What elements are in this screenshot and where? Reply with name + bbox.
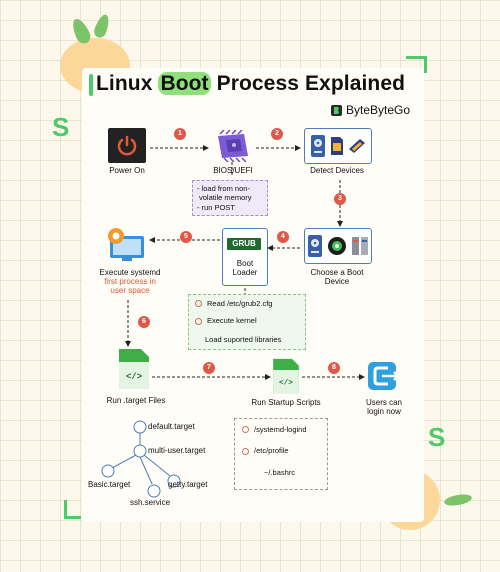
deco-squiggle-right: S: [428, 422, 446, 452]
step-badge-6: 6: [138, 316, 150, 328]
startup-scripts-node: </>: [272, 358, 300, 394]
scripts-note-item: /systemd-logind: [242, 425, 320, 434]
target-getty: getty.target: [168, 480, 208, 489]
grub-note-item: Read /etc/grub2.cfg: [195, 299, 299, 308]
step-badge-4: 4: [277, 231, 289, 243]
tree-edge-multi-basic: [111, 454, 137, 469]
cd-icon: [328, 237, 346, 255]
detect-devices-node: [304, 128, 372, 164]
drive-icon: [311, 135, 325, 157]
deco-corner-top-right: [406, 56, 427, 73]
page-title: Linux Boot Process Explained: [96, 72, 406, 95]
tree-edge-multi-ssh: [139, 456, 153, 485]
login-icon: [368, 362, 400, 390]
login-node: [366, 360, 402, 392]
grub-icon: GRUB: [227, 238, 261, 250]
brand-name: ByteByteGo: [346, 103, 411, 117]
brand: ByteByteGo: [330, 103, 410, 117]
bios-label: BIOS/UEFI: [213, 166, 253, 175]
title-highlight: Boot: [158, 72, 211, 95]
tree-node-basic: [101, 464, 115, 478]
target-multi-user: multi-user.target: [148, 446, 206, 455]
sd-card-icon: [331, 137, 343, 155]
chip-icon: [218, 129, 248, 163]
target-basic: Basic.target: [88, 480, 131, 489]
tree-edge-multi-getty: [143, 454, 171, 477]
step-badge-3: 3: [334, 193, 346, 205]
step-badge-5: 5: [180, 231, 192, 243]
svg-text:</>: </>: [126, 372, 142, 382]
systemd-node: [104, 226, 148, 264]
systemd-label: Execute systemd first process in user sp…: [99, 268, 161, 296]
server-icon: [352, 237, 368, 255]
file-icon: </>: [119, 349, 149, 389]
power-icon: [117, 135, 137, 155]
systemd-icon: [108, 228, 144, 261]
grub-note-item: Load suported libraries: [205, 334, 282, 344]
target-ssh: ssh.service: [130, 498, 171, 507]
scripts-note-item: ~/.bashrc: [264, 467, 296, 477]
choose-boot-device-node: [304, 228, 372, 264]
tree-node-default: [133, 420, 147, 434]
file-icon: </>: [273, 358, 299, 394]
bios-node: [214, 129, 252, 163]
scripts-note: /systemd-logind /etc/profile ~/.bashrc: [234, 418, 328, 490]
ssd-icon: [349, 139, 365, 153]
tree-node-multi-user: [133, 444, 147, 458]
bios-note-line-3: - run POST: [197, 202, 235, 212]
power-on-label: Power On: [109, 166, 145, 175]
title-accent-bar: [89, 74, 93, 96]
grub-note-item: Execute kernel: [195, 316, 299, 325]
step-badge-1: 1: [174, 128, 186, 140]
bios-note-line-1: - load from non-: [197, 184, 250, 193]
target-files-label: Run .target Files: [106, 396, 166, 405]
target-default: default.target: [148, 422, 195, 431]
step-badge-8: 8: [328, 362, 340, 374]
tree-node-getty: [167, 474, 181, 488]
brand-logo-icon: [331, 104, 342, 116]
disk-icon: [308, 235, 322, 257]
svg-text:</>: </>: [279, 380, 293, 388]
bios-note-line-2: volatile memory: [199, 193, 252, 203]
tree-node-ssh: [147, 484, 161, 498]
grub-note: Read /etc/grub2.cfg Execute kernel Load …: [188, 294, 306, 350]
scripts-note-item: /etc/profile: [242, 446, 320, 455]
deco-corner-bottom-left: [64, 500, 81, 519]
startup-scripts-label: Run Startup Scripts: [251, 398, 321, 407]
detect-devices-label: Detect Devices: [310, 166, 364, 175]
bios-note: - load from non- volatile memory - run P…: [192, 180, 268, 216]
step-badge-2: 2: [271, 128, 283, 140]
power-on-node: [108, 128, 146, 163]
deco-squiggle-left: S: [52, 112, 70, 142]
step-badge-7: 7: [203, 362, 215, 374]
target-files-node: </>: [118, 348, 150, 390]
